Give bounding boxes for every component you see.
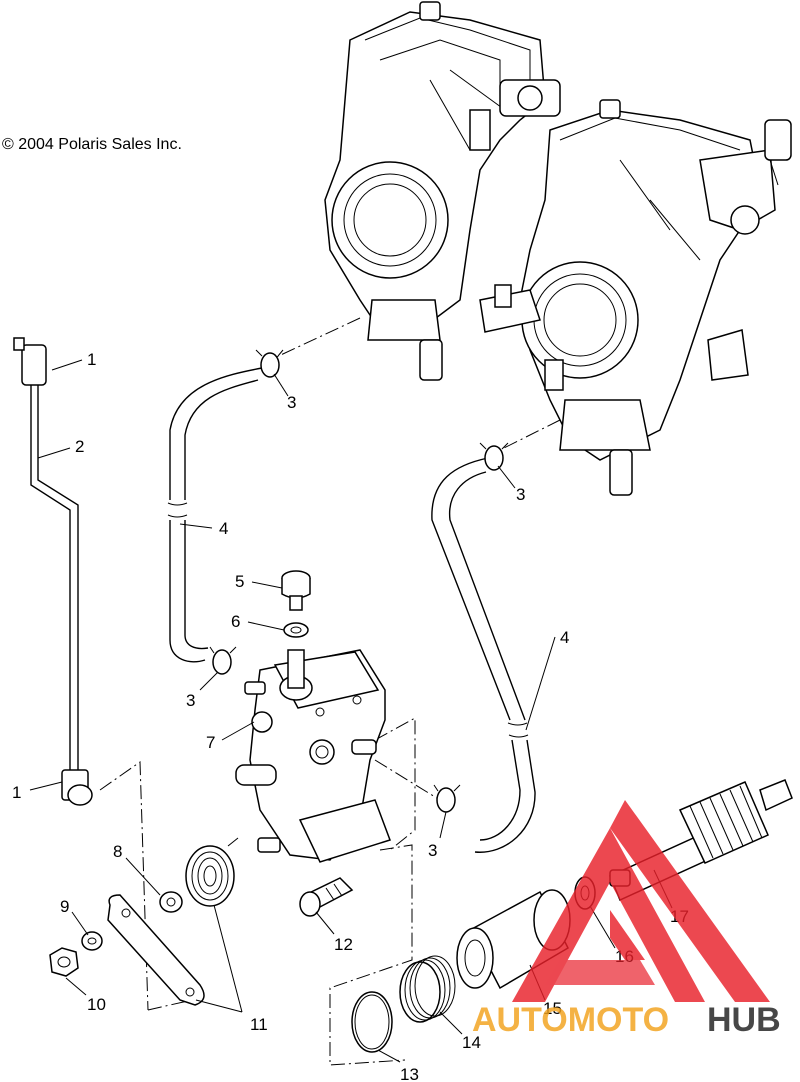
nut-10 bbox=[49, 947, 79, 977]
callout-13: 13 bbox=[400, 1065, 419, 1082]
callout-3: 3 bbox=[428, 841, 437, 860]
callout-9: 9 bbox=[60, 897, 69, 916]
callout-6: 6 bbox=[231, 612, 240, 631]
clamp-top-right bbox=[479, 442, 509, 471]
callout-3: 3 bbox=[186, 691, 195, 710]
callout-1: 1 bbox=[12, 783, 21, 802]
callout-3: 3 bbox=[287, 393, 296, 412]
bracket-plate bbox=[107, 894, 205, 1006]
fuel-hoses bbox=[167, 367, 536, 853]
callout-11: 11 bbox=[250, 1015, 268, 1034]
clamp-top-left bbox=[255, 349, 284, 378]
pump-washer bbox=[283, 622, 309, 638]
callout-15: 15 bbox=[543, 999, 562, 1018]
linkage-rod bbox=[13, 337, 93, 806]
callout-4: 4 bbox=[560, 628, 569, 647]
hose-clamps bbox=[209, 349, 509, 813]
callout-7: 7 bbox=[206, 733, 215, 752]
logo-text-hub: HUB bbox=[707, 1001, 781, 1039]
callout-2: 2 bbox=[75, 437, 84, 456]
callout-5: 5 bbox=[235, 572, 244, 591]
watermark-logo: AUTOMOTO HUB bbox=[472, 800, 781, 1039]
mounting-bolt bbox=[299, 877, 354, 917]
callout-14: 14 bbox=[462, 1033, 481, 1052]
clamp-left-pump bbox=[209, 646, 237, 675]
pump-cap-screw bbox=[281, 570, 311, 611]
washer-9 bbox=[81, 931, 103, 951]
callout-10: 10 bbox=[87, 995, 106, 1014]
assembly-lines bbox=[99, 317, 561, 1066]
logo-text-automoto: AUTOMOTO bbox=[472, 1001, 669, 1039]
coil-spring bbox=[399, 955, 456, 1023]
return-spring bbox=[185, 837, 239, 907]
clamp-right-pump bbox=[433, 784, 461, 813]
callout-8: 8 bbox=[113, 842, 122, 861]
logo-triangle-icon bbox=[512, 800, 770, 1002]
callout-4: 4 bbox=[219, 519, 228, 538]
copyright-notice: © 2004 Polaris Sales Inc. bbox=[2, 136, 182, 153]
carburetor-assembly bbox=[324, 1, 792, 496]
washer-8 bbox=[159, 891, 183, 913]
o-ring bbox=[351, 991, 393, 1053]
callout-12: 12 bbox=[334, 935, 353, 954]
callout-1: 1 bbox=[87, 350, 96, 369]
callout-3: 3 bbox=[516, 485, 525, 504]
fuel-pump bbox=[235, 649, 391, 863]
